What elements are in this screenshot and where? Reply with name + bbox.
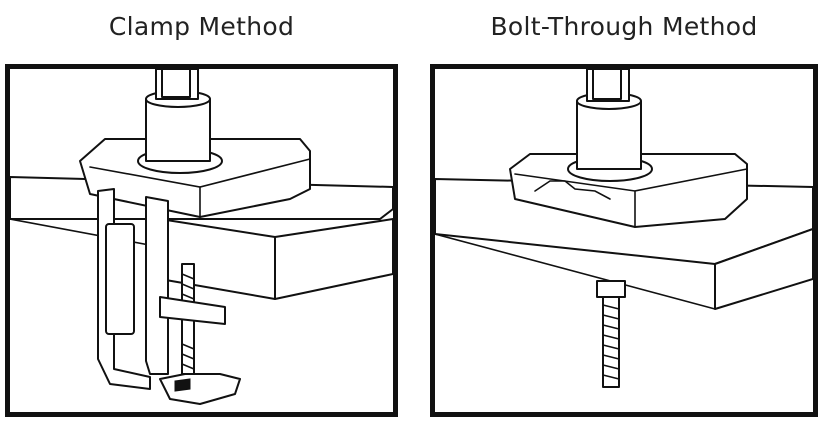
desk-front-edge	[159, 218, 276, 300]
clamp-pressure-pad	[159, 296, 226, 325]
base-plate-notch	[534, 180, 611, 200]
bolt-nut	[596, 280, 626, 298]
desk-underside-line	[10, 218, 161, 248]
clamp-slot-plate	[105, 223, 135, 335]
clamp-frame-side	[145, 196, 169, 375]
desk-side-edge	[274, 218, 393, 300]
desk-front-edge	[435, 233, 716, 310]
clamp-method-illustration	[10, 69, 393, 405]
pole-upper-inner	[592, 69, 622, 100]
pole-lower	[145, 98, 211, 162]
pole-lower	[576, 100, 642, 170]
clamp-knob-shadow	[174, 378, 191, 392]
clamp-screw-threads	[181, 273, 195, 370]
desk-side-edge	[714, 228, 813, 310]
pole-upper-inner	[161, 69, 191, 98]
clamp-wing-knob	[159, 373, 241, 405]
bolt-through-method-panel	[430, 64, 818, 417]
clamp-method-title: Clamp Method	[108, 12, 295, 41]
bolt-shaft	[602, 296, 620, 388]
bolt-threads	[602, 304, 620, 380]
bolt-through-method-title: Bolt-Through Method	[490, 12, 758, 41]
bolt-through-method-illustration	[435, 69, 813, 388]
through-bolt	[596, 280, 626, 388]
clamp-method-panel	[5, 64, 398, 417]
